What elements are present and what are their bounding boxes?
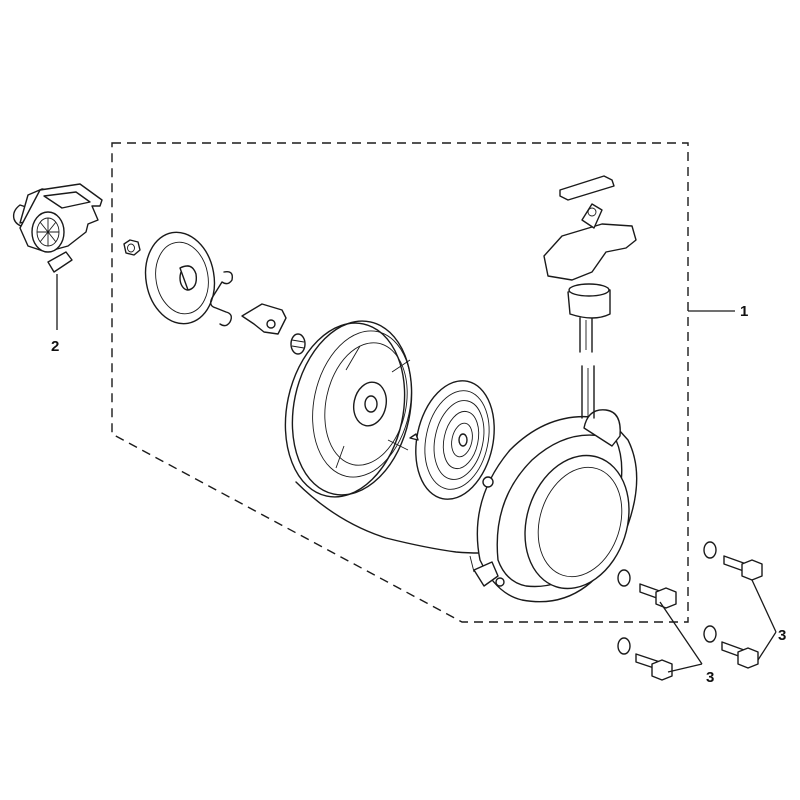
- ratchet-pawl-part: [241, 303, 287, 335]
- nut-part: [123, 239, 141, 256]
- rope-reel-part: [284, 320, 413, 498]
- leader-line-3-right: [751, 579, 777, 661]
- callout-3-lower: 3: [706, 669, 714, 686]
- rope-guide: [579, 317, 595, 419]
- callout-1: 1: [740, 303, 748, 320]
- assembly-boundary: [111, 142, 689, 623]
- bolt-upper-right: [703, 541, 763, 581]
- spring-clip-part: [209, 270, 234, 327]
- recoil-spring-part: [409, 380, 495, 500]
- pawl-spring-part: [290, 333, 306, 355]
- bolt-lower-right: [703, 625, 759, 669]
- starter-handle-part: [543, 203, 637, 319]
- leader-line-3-lower: [659, 601, 703, 673]
- bolt-upper-middle: [617, 569, 677, 609]
- handle-cap-part: [559, 175, 615, 201]
- callout-3-right: 3: [778, 627, 786, 644]
- starter-housing-part: [469, 409, 638, 603]
- friction-plate-part: [144, 231, 216, 325]
- starter-pulley-part: [12, 183, 103, 273]
- bolt-lower-middle: [617, 637, 673, 681]
- callout-2: 2: [51, 338, 59, 355]
